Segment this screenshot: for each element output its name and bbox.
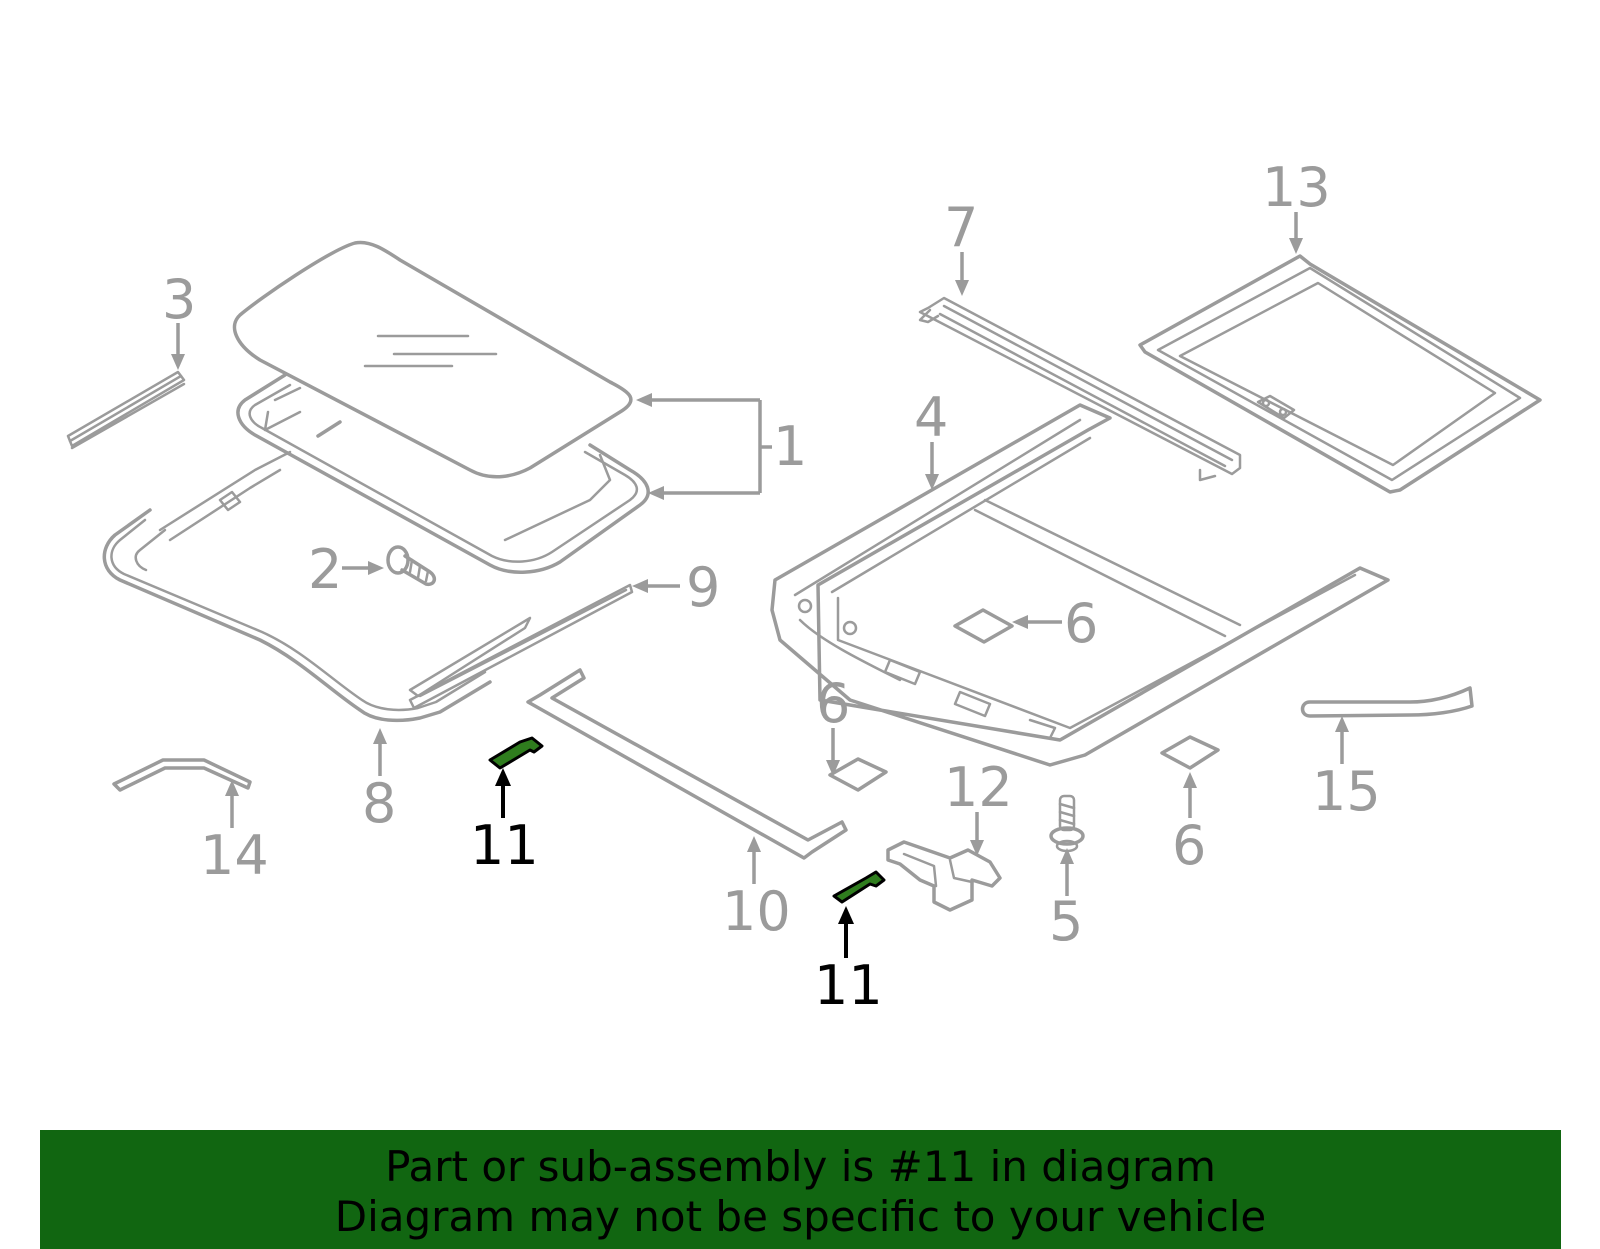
part-15-trim: [1300, 686, 1474, 718]
part-13-sunshade: [1138, 254, 1542, 494]
part-3-strip: [66, 370, 186, 450]
part-11-highlighted-upper: [488, 736, 544, 770]
sunroof-parts-diagram: 1 2 3 4 5 6 6 6 7 8 9 10 11 11 12 13 14 …: [66, 156, 1542, 1017]
callout-6-upper: 6: [1064, 592, 1098, 655]
leader-lines: [171, 212, 1349, 896]
callout-13: 13: [1262, 156, 1331, 219]
callout-11-upper: 11: [470, 814, 539, 877]
callout-9: 9: [686, 556, 720, 619]
part-6-pad-right: [1160, 735, 1220, 770]
callout-15: 15: [1312, 760, 1381, 823]
banner-line-part: Part or sub-assembly is #11 in diagram: [385, 1142, 1216, 1191]
part-14-bracket: [112, 758, 252, 792]
part-9-strip: [408, 583, 634, 710]
callout-3: 3: [162, 268, 196, 331]
callout-7: 7: [944, 196, 978, 259]
part-2-screw: [386, 545, 437, 587]
part-11-highlighted-lower: [832, 870, 886, 904]
part-12-motor: [886, 840, 1002, 912]
callout-14: 14: [200, 824, 269, 887]
callout-6-right: 6: [1172, 814, 1206, 877]
callout-8: 8: [362, 772, 396, 835]
part-8-seal: [102, 450, 532, 723]
info-banner: Part or sub-assembly is #11 in diagram D…: [40, 1130, 1561, 1249]
callout-11-lower: 11: [814, 954, 883, 1017]
highlighted-leader-lines: [495, 768, 854, 958]
callout-4: 4: [914, 386, 948, 449]
callout-1: 1: [773, 415, 807, 478]
part-1-glass-panel: [232, 240, 633, 479]
part-1-glass-frame: [236, 373, 650, 574]
part-6-pad-upper: [953, 608, 1014, 644]
callout-12: 12: [944, 756, 1013, 819]
part-7-strip: [918, 296, 1242, 482]
part-10-strip: [526, 668, 848, 860]
callout-6-left: 6: [816, 672, 850, 735]
banner-line-disclaimer: Diagram may not be specific to your vehi…: [334, 1192, 1267, 1241]
callout-5: 5: [1049, 890, 1083, 953]
part-4-frame: [770, 403, 1390, 767]
callout-2: 2: [308, 538, 342, 601]
part-5-bolt: [1049, 794, 1085, 853]
callout-10: 10: [722, 880, 791, 943]
part-6-pad-left: [828, 757, 888, 792]
